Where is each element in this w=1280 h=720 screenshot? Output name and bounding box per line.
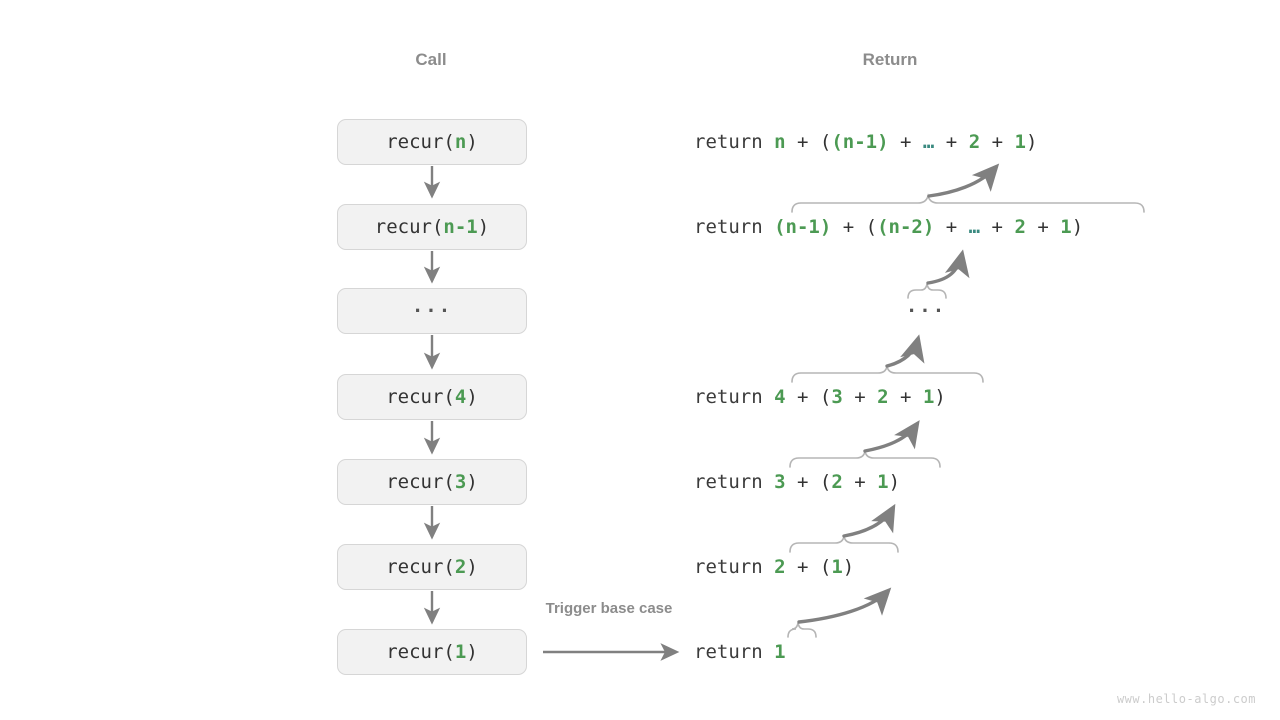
- return-line-4: return 4 + (3 + 2 + 1): [694, 386, 946, 408]
- call-box-n[interactable]: recur(n): [337, 119, 527, 165]
- column-header-call: Call: [415, 50, 447, 69]
- call-box-2[interactable]: recur(2): [337, 544, 527, 590]
- call-box-3[interactable]: recur(3): [337, 459, 527, 505]
- return-line-2: return 2 + (1): [694, 556, 855, 578]
- call-box-text: recur(3): [386, 471, 478, 493]
- call-box-n-1[interactable]: recur(n-1): [337, 204, 527, 250]
- return-ellipsis-row: ···: [905, 300, 947, 322]
- watermark: www.hello-algo.com: [1116, 692, 1256, 706]
- call-box-ellipsis: ···: [411, 300, 453, 322]
- call-box-text: recur(4): [386, 386, 478, 408]
- trigger-base-case-label: Trigger base case: [545, 600, 673, 617]
- return-line-n-1: return (n-1) + ((n-2) + … + 2 + 1): [694, 216, 1084, 238]
- call-box-text: recur(2): [386, 556, 478, 578]
- call-box-4[interactable]: recur(4): [337, 374, 527, 420]
- call-box-text: recur(n): [386, 131, 478, 153]
- column-header-return: Return: [862, 50, 918, 69]
- call-box-text: recur(1): [386, 641, 478, 663]
- call-box-dots[interactable]: ···: [337, 288, 527, 334]
- return-line-1: return 1: [694, 641, 786, 663]
- return-line-3: return 3 + (2 + 1): [694, 471, 901, 493]
- return-line-n: return n + ((n-1) + … + 2 + 1): [694, 131, 1038, 153]
- call-box-text: recur(n-1): [374, 216, 490, 238]
- call-box-1[interactable]: recur(1): [337, 629, 527, 675]
